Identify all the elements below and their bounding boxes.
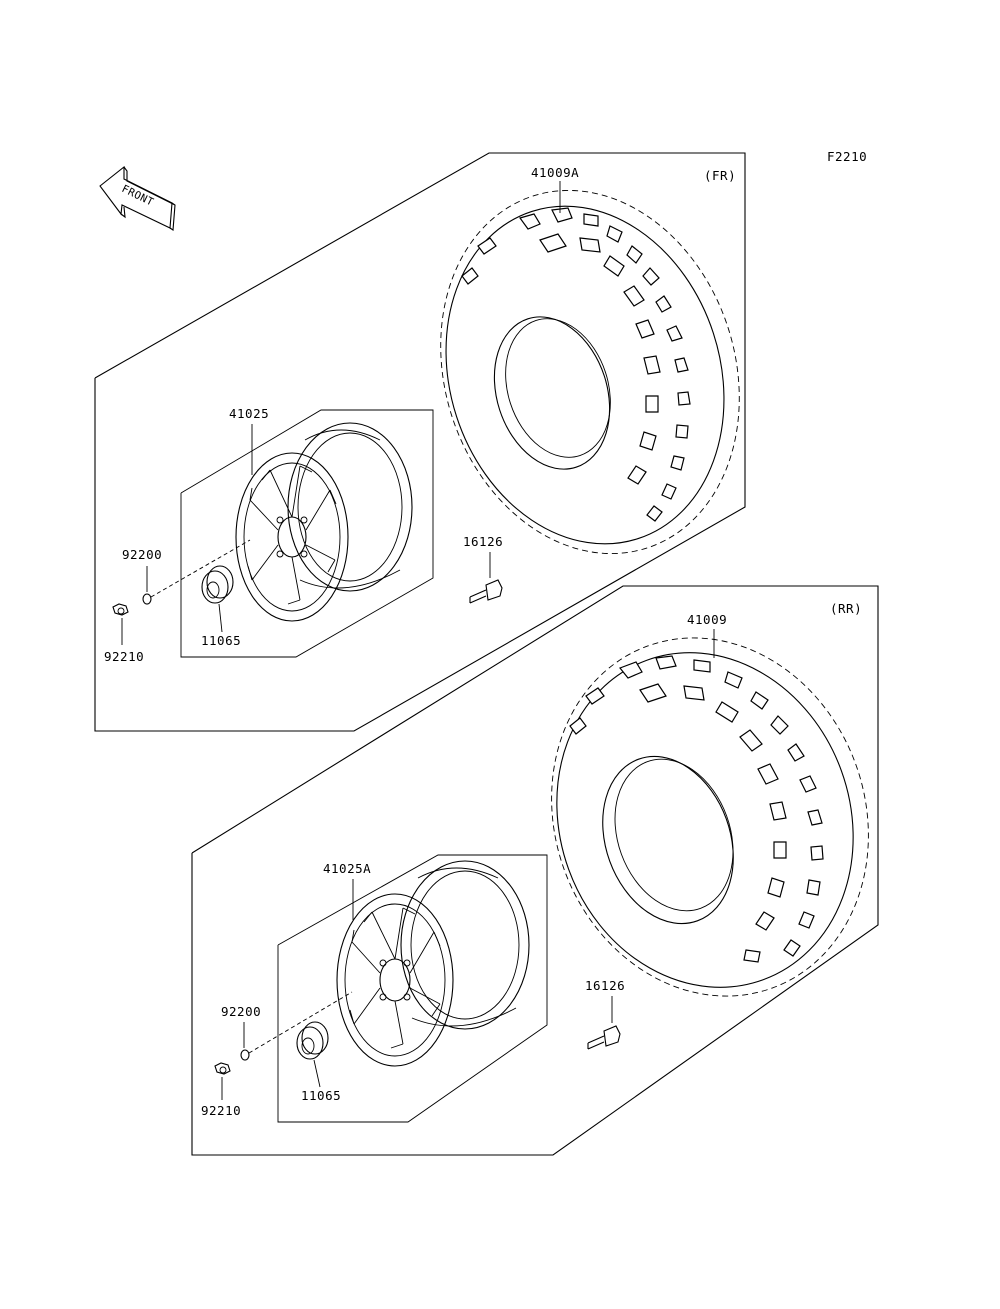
front-tire — [440, 189, 740, 555]
part-label-41025: 41025 — [229, 406, 269, 421]
front-wheel-frame — [180, 409, 434, 658]
part-label-92200-front: 92200 — [122, 547, 162, 562]
part-label-92200-rear: 92200 — [221, 1004, 261, 1019]
front-group-frame — [94, 152, 746, 732]
part-label-41009A: 41009A — [531, 165, 579, 180]
rear-wheel-frame — [277, 854, 548, 1123]
part-label-16126-front: 16126 — [463, 534, 503, 549]
rear-nut — [214, 1062, 231, 1075]
part-label-92210-rear: 92210 — [201, 1103, 241, 1118]
rear-hub-cap — [296, 1021, 329, 1060]
front-wheel — [235, 422, 413, 622]
part-label-11065: 11065 — [201, 633, 241, 648]
rear-wheel — [336, 860, 530, 1067]
rear-group-frame — [191, 585, 879, 1156]
front-group-label: (FR) — [704, 168, 736, 183]
part-label-92210-front: 92210 — [104, 649, 144, 664]
diagram-code: F2210 — [827, 149, 867, 164]
front-washer — [142, 593, 152, 605]
front-nut — [112, 603, 129, 616]
rear-valve-stem — [587, 1025, 621, 1050]
front-valve-stem — [469, 579, 503, 604]
front-group: (FR) — [94, 152, 746, 732]
front-direction-arrow: FRONT — [99, 165, 176, 231]
part-label-11065-rear: 11065 — [301, 1088, 341, 1103]
rear-group: (RR) — [191, 585, 879, 1156]
part-label-41009: 41009 — [687, 612, 727, 627]
rear-washer — [240, 1049, 250, 1061]
rear-group-label: (RR) — [830, 601, 862, 616]
part-label-41025A: 41025A — [323, 861, 371, 876]
part-label-16126-rear: 16126 — [585, 978, 625, 993]
rear-tire — [551, 637, 869, 997]
front-hub-cap — [201, 565, 234, 604]
